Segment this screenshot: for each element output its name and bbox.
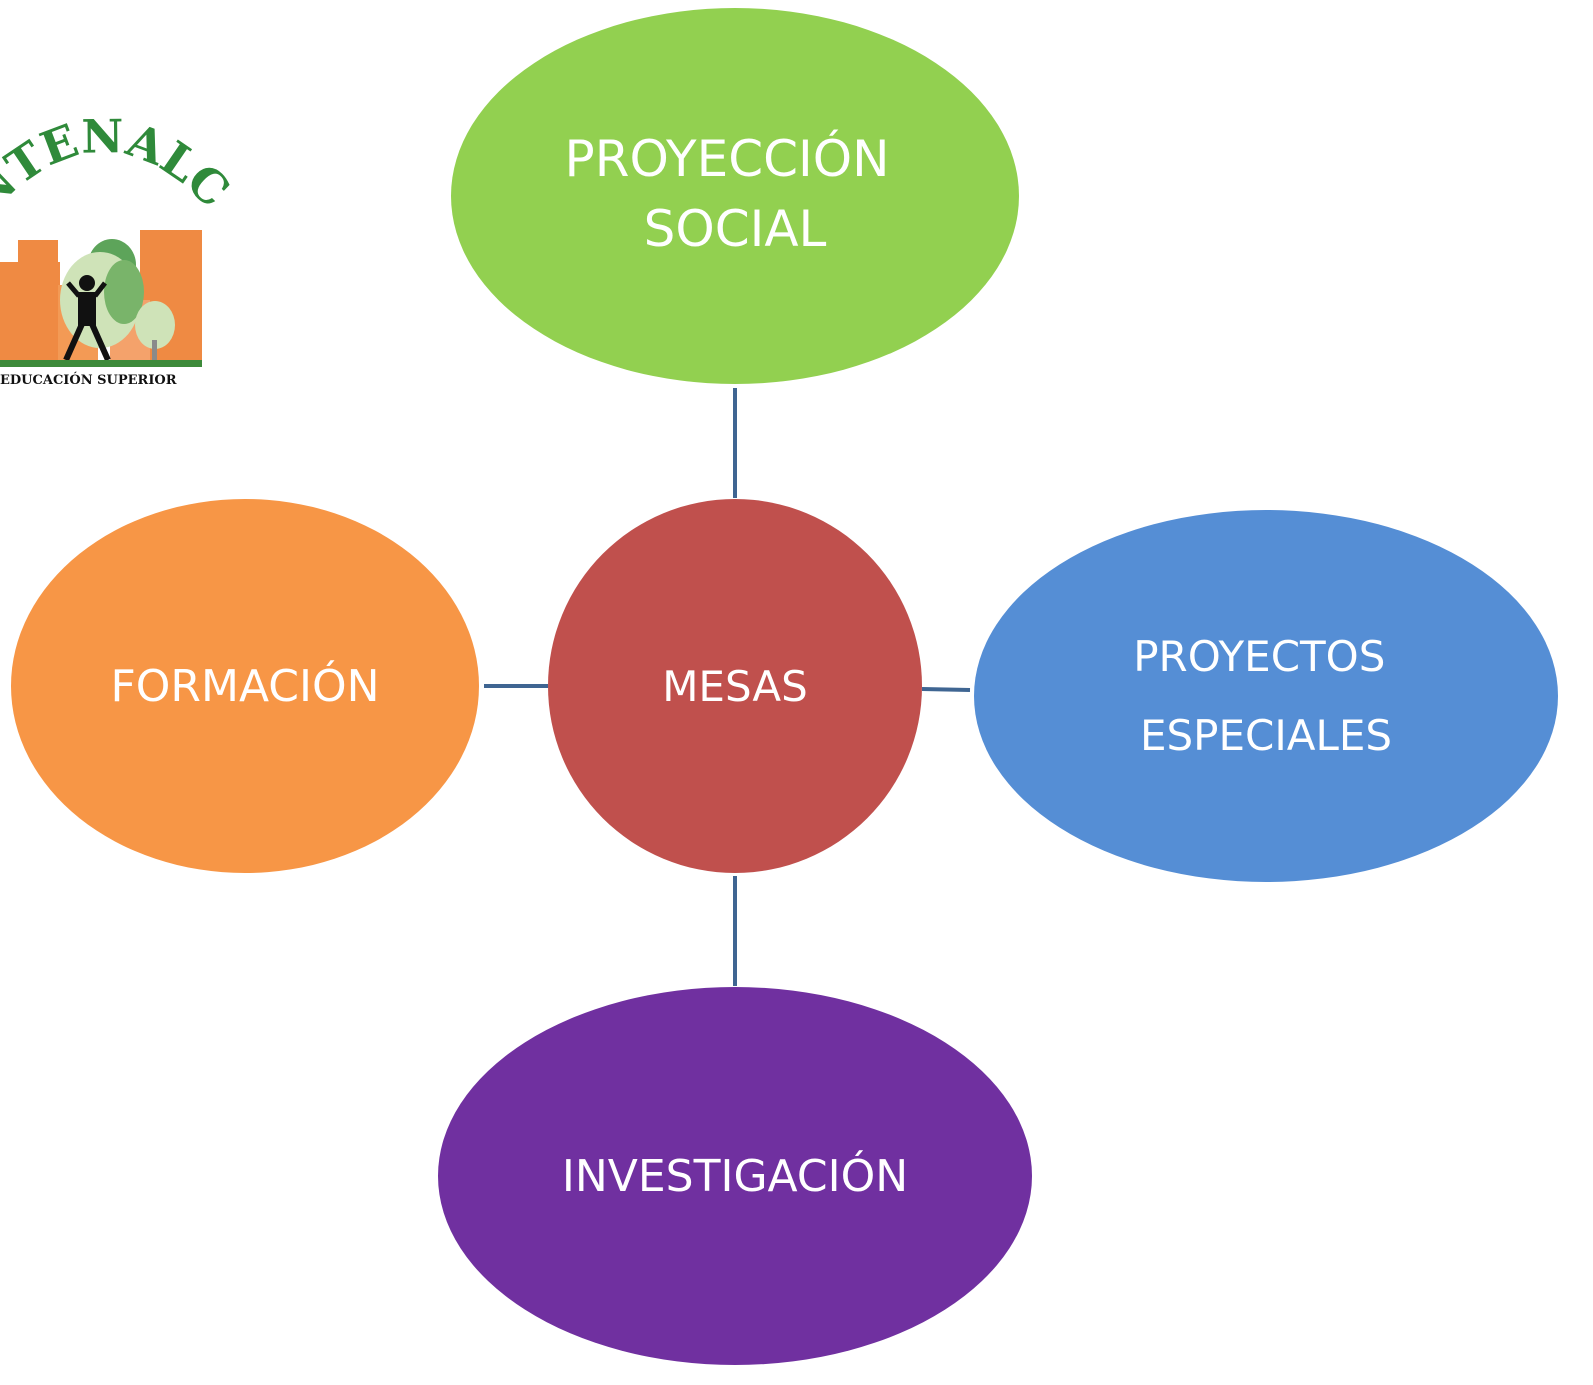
node-proyectos-especiales-line-2: ESPECIALES (1140, 711, 1392, 760)
svg-text:FORMACIÓN: FORMACIÓN (110, 659, 379, 712)
node-proyeccion-social-line-1: PROYECCIÓN (565, 129, 890, 188)
node-investigacion: INVESTIGACIÓN (438, 987, 1032, 1365)
node-mesas-center: MESAS (548, 499, 922, 873)
node-proyeccion-social-line-2: SOCIAL (644, 200, 827, 258)
institution-logo: NTENALCO EDUCACIÓN SUPERIOR (0, 0, 240, 388)
svg-text:PROYECTOS ESPECIALES: PROYECTOS ESPECIALES (1133, 632, 1399, 760)
logo-arc-text: NTENALCO (0, 0, 240, 222)
node-proyectos-especiales: PROYECTOS ESPECIALES (974, 510, 1558, 882)
node-formacion-label: FORMACIÓN (110, 659, 379, 712)
node-investigacion-label: INVESTIGACIÓN (562, 1149, 908, 1202)
connector-right (921, 687, 971, 692)
node-proyeccion-social: PROYECCIÓN SOCIAL (451, 8, 1019, 384)
node-proyectos-especiales-line-1: PROYECTOS (1133, 632, 1385, 681)
svg-text:INVESTIGACIÓN: INVESTIGACIÓN (562, 1149, 908, 1202)
svg-text:PROYECCIÓN SOCIAL: PROYECCIÓN SOCIAL (565, 129, 906, 258)
connectors (484, 388, 971, 986)
logo-subtitle: EDUCACIÓN SUPERIOR (0, 371, 177, 388)
node-mesas-label: MESAS (662, 662, 808, 711)
node-formacion: FORMACIÓN (11, 499, 479, 873)
svg-text:MESAS: MESAS (662, 662, 808, 711)
